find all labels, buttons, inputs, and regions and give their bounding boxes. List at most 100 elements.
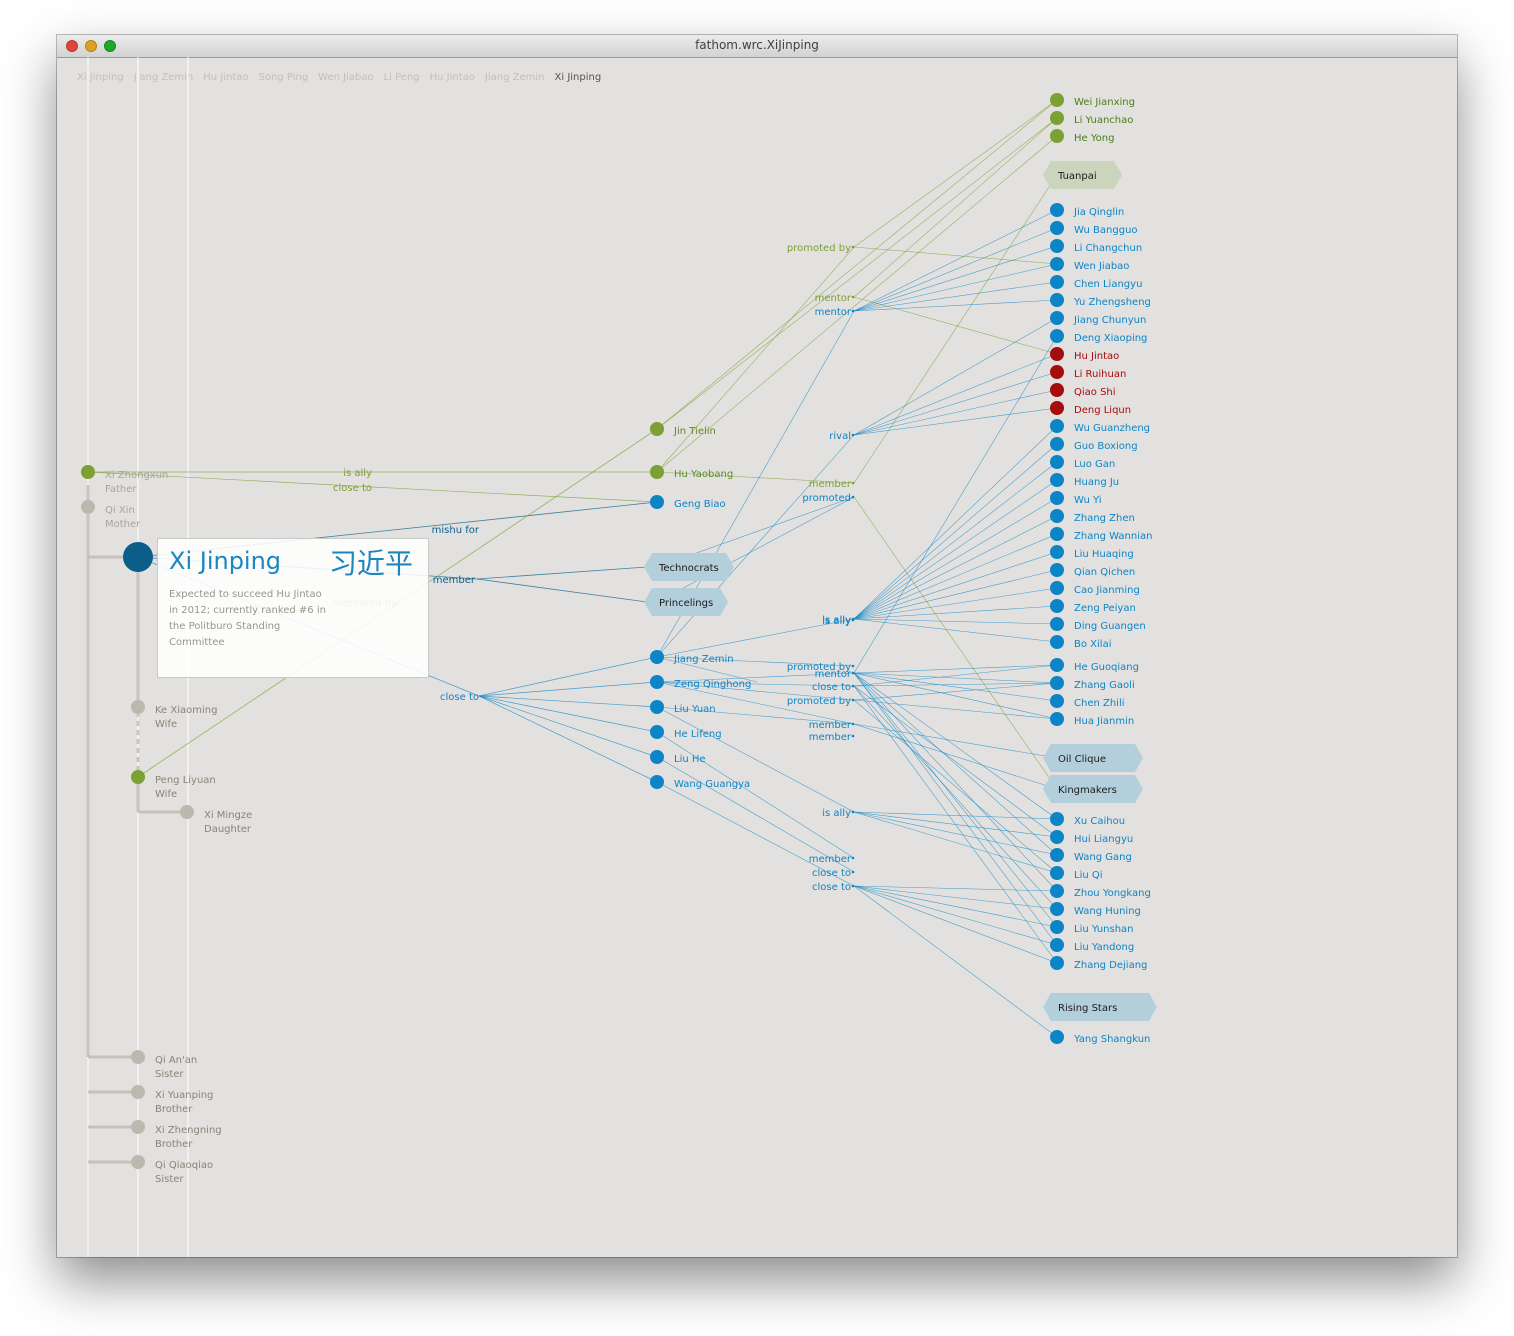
family-node-qi-qiaoqiao[interactable] <box>131 1155 145 1169</box>
family-node-xi-yuanping[interactable] <box>131 1085 145 1099</box>
person-node-guo-boxiong[interactable] <box>1050 437 1064 451</box>
person-node-luo-gan[interactable] <box>1050 455 1064 469</box>
group-tag-tuanpai[interactable] <box>1043 161 1122 189</box>
breadcrumb-item[interactable]: Song Ping <box>258 72 309 83</box>
family-node-xi-mingze[interactable] <box>180 805 194 819</box>
person-node-zhang-gaoli[interactable] <box>1050 676 1064 690</box>
breadcrumb-item[interactable]: Hu Jintao <box>429 72 475 83</box>
relation-label: promoted by <box>787 243 851 254</box>
person-node-zhang-wannian[interactable] <box>1050 527 1064 541</box>
focus-card: Xi Jinping 习近平 Expected to succeed Hu Ji… <box>157 538 429 678</box>
person-node-zeng-qinghong[interactable] <box>650 675 664 689</box>
zoom-window-button[interactable] <box>104 40 116 52</box>
breadcrumb-item[interactable]: Xi Jinping <box>554 72 602 83</box>
family-node-ke-xiaoming[interactable] <box>131 700 145 714</box>
relation-edge <box>853 672 1058 702</box>
group-tag-rising-stars[interactable] <box>1043 993 1157 1021</box>
family-name-label: Qi An'an <box>155 1055 197 1066</box>
person-node-chen-liangyu[interactable] <box>1050 275 1064 289</box>
person-node-yu-zhengsheng[interactable] <box>1050 293 1064 307</box>
relation-edge <box>478 695 658 758</box>
person-node-he-lifeng[interactable] <box>650 725 664 739</box>
person-node-liu-he[interactable] <box>650 750 664 764</box>
group-tag-technocrats[interactable] <box>644 553 734 581</box>
person-node-wang-gang[interactable] <box>1050 848 1064 862</box>
person-node-liu-huaqing[interactable] <box>1050 545 1064 559</box>
person-node-xu-caihou[interactable] <box>1050 812 1064 826</box>
focus-node[interactable] <box>123 542 153 572</box>
group-tag-princelings[interactable] <box>644 588 728 616</box>
relation-label: mishu for <box>432 525 480 536</box>
person-node-geng-biao[interactable] <box>650 495 664 509</box>
person-node-wen-jiabao[interactable] <box>1050 257 1064 271</box>
person-node-liu-yandong[interactable] <box>1050 938 1064 952</box>
node-label: Li Ruihuan <box>1074 369 1126 380</box>
breadcrumb-item[interactable]: Jiang Zemin <box>133 72 194 83</box>
person-node-zeng-peiyan[interactable] <box>1050 599 1064 613</box>
person-node-yang-shangkun[interactable] <box>1050 1030 1064 1044</box>
person-node-deng-xiaoping[interactable] <box>1050 329 1064 343</box>
person-node-chen-zhili[interactable] <box>1050 694 1064 708</box>
person-node-wu-yi[interactable] <box>1050 491 1064 505</box>
person-node-jin-tielin[interactable] <box>650 422 664 436</box>
node-label: Li Changchun <box>1074 243 1142 254</box>
person-node-bo-xilai[interactable] <box>1050 635 1064 649</box>
person-node-li-ruihuan[interactable] <box>1050 365 1064 379</box>
relation-edge <box>853 569 1058 620</box>
group-tag-kingmakers[interactable] <box>1043 775 1143 803</box>
person-node-hua-jianmin[interactable] <box>1050 712 1064 726</box>
focus-name-chinese: 习近平 <box>329 547 414 580</box>
group-tag-oil-clique[interactable] <box>1043 744 1143 772</box>
person-node-ding-guangen[interactable] <box>1050 617 1064 631</box>
relation-dot <box>851 734 855 738</box>
family-node-peng-liyuan[interactable] <box>131 770 145 784</box>
close-window-button[interactable] <box>66 40 78 52</box>
relation-edge <box>853 371 1058 436</box>
person-node-liu-qi[interactable] <box>1050 866 1064 880</box>
person-node-liu-yunshan[interactable] <box>1050 920 1064 934</box>
person-node-hu-jintao[interactable] <box>1050 347 1064 361</box>
person-node-cao-jianming[interactable] <box>1050 581 1064 595</box>
person-node-zhang-zhen[interactable] <box>1050 509 1064 523</box>
person-node-jia-qinglin[interactable] <box>1050 203 1064 217</box>
breadcrumb-item[interactable]: Xi Jinping <box>77 72 124 83</box>
person-node-jiang-chunyun[interactable] <box>1050 311 1064 325</box>
person-node-wu-guanzheng[interactable] <box>1050 419 1064 433</box>
breadcrumb-item[interactable]: Hu Jintao <box>203 72 249 83</box>
person-node-wei-jianxing[interactable] <box>1050 93 1064 107</box>
person-node-li-changchun[interactable] <box>1050 239 1064 253</box>
relation-edge <box>853 263 1058 312</box>
person-node-hui-liangyu[interactable] <box>1050 830 1064 844</box>
person-node-deng-liqun[interactable] <box>1050 401 1064 415</box>
person-node-hu-yaobang[interactable] <box>650 465 664 479</box>
person-node-wu-bangguo[interactable] <box>1050 221 1064 235</box>
relation-edge <box>853 515 1058 620</box>
family-node-qi-xin[interactable] <box>81 500 95 514</box>
breadcrumb-item[interactable]: Jiang Zemin <box>484 72 545 83</box>
node-label: Zhang Zhen <box>1074 513 1135 524</box>
person-node-qiao-shi[interactable] <box>1050 383 1064 397</box>
person-node-li-yuanchao[interactable] <box>1050 111 1064 125</box>
person-node-he-guoqiang[interactable] <box>1050 658 1064 672</box>
person-node-wang-huning[interactable] <box>1050 902 1064 916</box>
family-node-xi-zhengning[interactable] <box>131 1120 145 1134</box>
person-node-zhang-dejiang[interactable] <box>1050 956 1064 970</box>
person-node-huang-ju[interactable] <box>1050 473 1064 487</box>
person-node-he-yong[interactable] <box>1050 129 1064 143</box>
node-label: Qiao Shi <box>1074 387 1116 398</box>
breadcrumb-item[interactable]: Wen Jiabao <box>318 72 374 83</box>
relation-dot <box>851 433 855 437</box>
person-node-wang-guangya[interactable] <box>650 775 664 789</box>
family-node-xi-zhongxun[interactable] <box>81 465 95 479</box>
person-node-liu-yuan[interactable] <box>650 700 664 714</box>
person-node-zhou-yongkang[interactable] <box>1050 884 1064 898</box>
family-node-qi-an-an[interactable] <box>131 1050 145 1064</box>
relation-edge <box>656 496 855 603</box>
relation-edge <box>853 497 1058 620</box>
person-node-jiang-zemin[interactable] <box>650 650 664 664</box>
person-node-qian-qichen[interactable] <box>1050 563 1064 577</box>
breadcrumb-item[interactable]: Li Peng <box>383 72 420 83</box>
node-label: Wu Guanzheng <box>1074 423 1150 434</box>
minimize-window-button[interactable] <box>85 40 97 52</box>
